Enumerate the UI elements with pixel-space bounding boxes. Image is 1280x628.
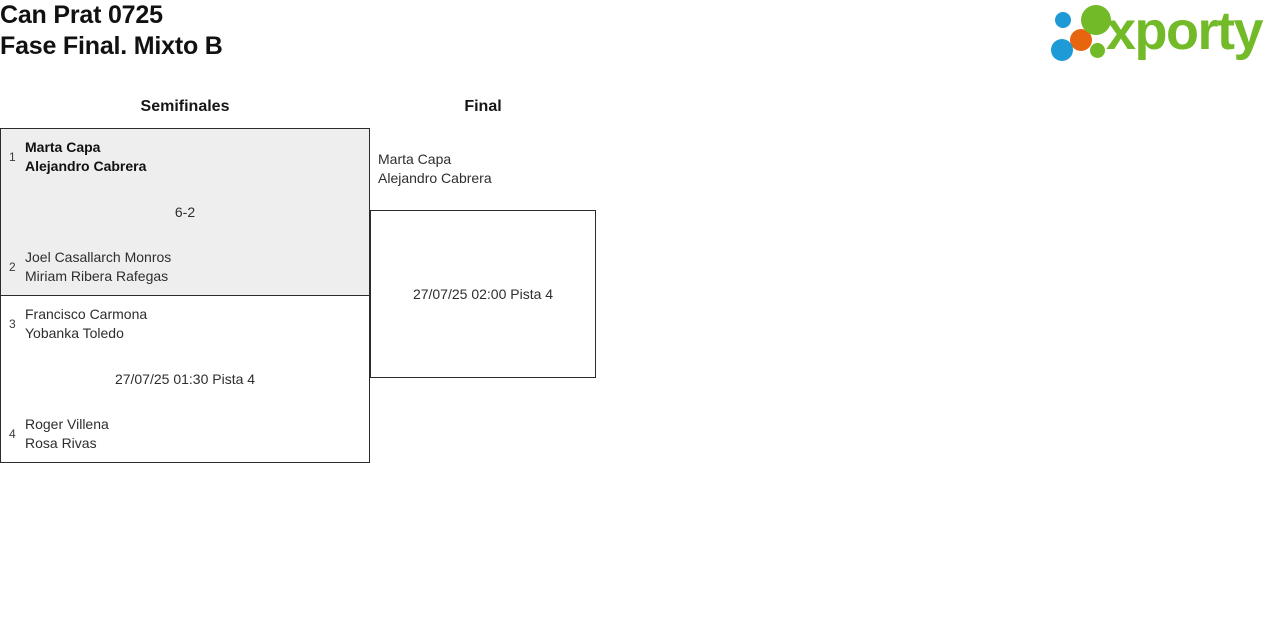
seed-number: 4 — [9, 427, 16, 441]
logo-dot-blue-small-icon — [1055, 12, 1071, 28]
final-competitor-top[interactable]: Marta Capa Alejandro Cabrera — [370, 150, 596, 188]
tournament-name: Can Prat 0725 — [0, 1, 163, 29]
round-header-semifinales: Semifinales — [140, 98, 230, 115]
match-competitor-top[interactable]: 1 Marta Capa Alejandro Cabrera — [1, 138, 369, 176]
player-name: Alejandro Cabrera — [25, 158, 147, 174]
player-name: Rosa Rivas — [25, 435, 97, 451]
logo-dot-green-large-icon — [1081, 5, 1111, 35]
seed-number: 1 — [9, 150, 16, 164]
match-score: 6-2 — [174, 204, 196, 220]
match-semifinal-1[interactable]: 1 Marta Capa Alejandro Cabrera 6-2 2 Joe… — [0, 128, 370, 296]
logo-dot-blue-large-icon — [1051, 39, 1073, 61]
logo-dots-icon — [1045, 4, 1117, 62]
seed-number: 3 — [9, 317, 16, 331]
match-semifinal-2[interactable]: 3 Francisco Carmona Yobanka Toledo 27/07… — [0, 295, 370, 463]
player-name: Alejandro Cabrera — [378, 170, 492, 186]
competitor-names: Roger Villena Rosa Rivas — [25, 415, 369, 453]
competitor-names: Marta Capa Alejandro Cabrera — [378, 150, 596, 188]
match-schedule: 27/07/25 01:30 Pista 4 — [114, 371, 256, 387]
page-title: Can Prat 0725 Fase Final. Mixto B — [0, 0, 223, 62]
player-name: Marta Capa — [378, 151, 452, 167]
match-final[interactable]: 27/07/25 02:00 Pista 4 — [370, 210, 596, 378]
player-name: Roger Villena — [25, 416, 109, 432]
seed-number: 2 — [9, 260, 16, 274]
player-name: Miriam Ribera Rafegas — [25, 268, 169, 284]
competitor-names: Joel Casallarch Monros Miriam Ribera Raf… — [25, 248, 369, 286]
match-competitor-bottom[interactable]: 2 Joel Casallarch Monros Miriam Ribera R… — [1, 248, 369, 286]
page-header: Can Prat 0725 Fase Final. Mixto B xporty — [0, 0, 1280, 78]
player-name: Marta Capa — [25, 139, 101, 155]
competitor-names: Francisco Carmona Yobanka Toledo — [25, 305, 369, 343]
match-competitor-bottom[interactable]: 4 Roger Villena Rosa Rivas — [1, 415, 369, 453]
competitor-names: Marta Capa Alejandro Cabrera — [25, 138, 369, 176]
round-header-final: Final — [464, 98, 502, 115]
player-name: Francisco Carmona — [25, 306, 148, 322]
match-schedule: 27/07/25 02:00 Pista 4 — [412, 286, 554, 302]
logo-dot-green-small-icon — [1090, 43, 1105, 58]
logo-dot-orange-icon — [1070, 29, 1092, 51]
logo-wordmark: xporty — [1106, 1, 1264, 61]
match-competitor-top[interactable]: 3 Francisco Carmona Yobanka Toledo — [1, 305, 369, 343]
player-name: Yobanka Toledo — [25, 325, 124, 341]
xporty-logo[interactable]: xporty — [1040, 1, 1272, 64]
player-name: Joel Casallarch Monros — [25, 249, 172, 265]
tournament-phase: Fase Final. Mixto B — [0, 32, 223, 60]
